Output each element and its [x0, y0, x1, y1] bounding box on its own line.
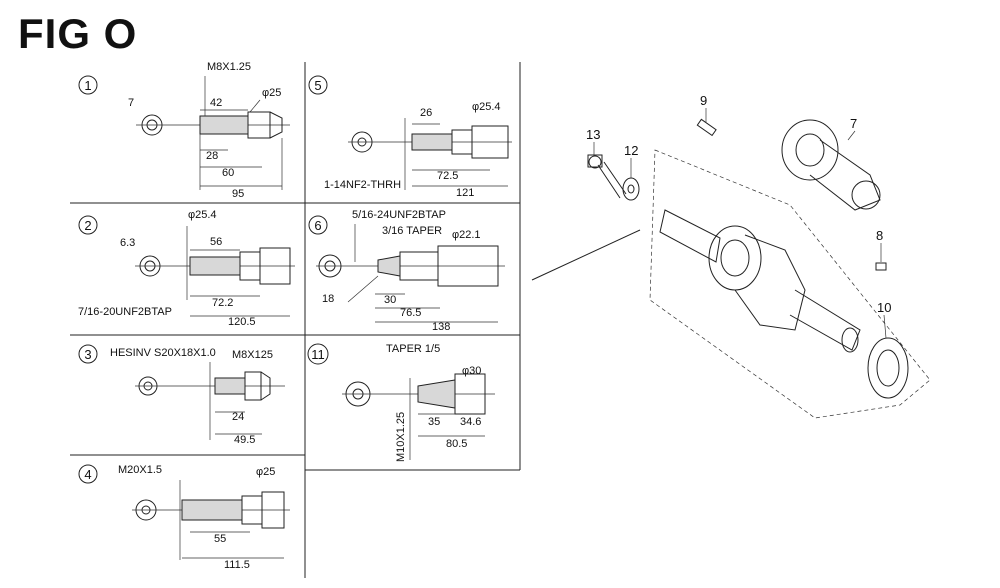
panel-2-tap-label: 7/16-20UNF2BTAP [78, 306, 172, 318]
panel-11-dim-80-5: 80.5 [446, 438, 467, 450]
bearing-part-10 [867, 337, 909, 399]
panel-2-diameter: φ25.4 [188, 209, 217, 221]
panel-6-dim-138: 138 [432, 321, 450, 333]
panel-11-number: 11 [311, 347, 325, 362]
panel-1-dim-60: 60 [222, 167, 234, 179]
panel-5-dim-26: 26 [420, 107, 432, 119]
panel-2-dim-56: 56 [210, 236, 222, 248]
figure-title: FIG O [18, 10, 138, 57]
key-part-9 [696, 118, 717, 137]
panel-5: 5 26 φ25.4 72.5 121 1-14NF2-THRH [308, 75, 512, 199]
panel-6-dim-76-5: 76.5 [400, 307, 421, 319]
panel-1-dim-face: 7 [128, 97, 134, 109]
panel-5-dim-121: 121 [456, 187, 474, 199]
panel-2-dim-120-5: 120.5 [228, 316, 256, 328]
callout-8: 8 [876, 228, 883, 243]
panel-5-number: 5 [314, 78, 321, 93]
panel-11-dim-35: 35 [428, 416, 440, 428]
panel-6-number: 6 [314, 218, 321, 233]
callout-12: 12 [624, 143, 638, 158]
panel-grid [70, 62, 521, 578]
panel-4-dim-55: 55 [214, 533, 226, 545]
panel-4-number: 4 [84, 467, 91, 482]
panel-11-thread-label: M10X1.25 [395, 412, 407, 462]
panel-3-dim-24: 24 [232, 411, 244, 423]
panel-3-number: 3 [84, 347, 91, 362]
panel-11-dim-34-6: 34.6 [460, 416, 481, 428]
panel-6: 6 5/16-24UNF2BTAP 3/16 TAPER φ22.1 18 30… [308, 209, 505, 333]
panel-5-thread-label: 1-14NF2-THRH [324, 179, 401, 191]
panel-6-diameter: φ22.1 [452, 229, 481, 241]
panel-1-dim-95: 95 [232, 188, 244, 200]
panel-2: 2 φ25.4 6.3 56 72.2 120.5 7/16-20UNF2BTA… [78, 209, 295, 328]
panel-1-diameter: φ25 [262, 87, 281, 99]
crankshaft [659, 209, 861, 353]
panel-6-dim-30: 30 [384, 294, 396, 306]
panel-6-taper-label: 3/16 TAPER [382, 225, 442, 237]
panel-4-diameter: φ25 [256, 466, 275, 478]
panel-11-taper-label: TAPER 1/5 [386, 343, 440, 355]
panel-6-dim-18: 18 [322, 293, 334, 305]
callout-9: 9 [700, 93, 707, 108]
bolt-part-13 [587, 154, 627, 199]
panel-2-dim-face: 6.3 [120, 237, 135, 249]
panel-5-dim-72-5: 72.5 [437, 170, 458, 182]
key-part-8 [875, 262, 887, 271]
panel-1-number-circle [78, 75, 98, 95]
panel-4-dim-111-5: 111.5 [224, 559, 250, 571]
panel-11: 11 TAPER 1/5 φ30 35 34.6 80.5 M10X1.25 [307, 343, 495, 462]
panel-1-thread-label: M8X1.25 [207, 61, 251, 73]
panel-3-spline-label: HESINV S20X18X1.0 [110, 347, 216, 359]
leader-line [531, 229, 641, 281]
washer-part-12 [622, 177, 640, 201]
panel-1: 1 M8X1.25 7 42 φ25 28 60 95 [78, 61, 290, 200]
callout-7: 7 [850, 116, 857, 131]
panel-5-diameter: φ25.4 [472, 101, 501, 113]
panel-3-dim-49-5: 49.5 [234, 434, 255, 446]
panel-2-number: 2 [84, 218, 91, 233]
panel-2-dim-72-2: 72.2 [212, 297, 233, 309]
panel-11-diameter: φ30 [462, 365, 481, 377]
panel-1-dim-28: 28 [206, 150, 218, 162]
panel-4-thread-label: M20X1.5 [118, 464, 162, 476]
panel-1-number: 1 [84, 78, 91, 93]
callout-13: 13 [586, 127, 600, 142]
panel-4: 4 M20X1.5 φ25 55 111.5 [78, 464, 290, 571]
panel-3: 3 HESINV S20X18X1.0 M8X125 24 49.5 [78, 344, 285, 446]
panel-6-tap-label: 5/16-24UNF2BTAP [352, 209, 446, 221]
callout-10: 10 [877, 300, 891, 315]
panel-1-dim-42: 42 [210, 97, 222, 109]
exploded-assembly: 13 12 9 7 8 10 [586, 93, 931, 419]
panel-3-thread-label: M8X125 [232, 349, 273, 361]
governor-gear-part-7 [781, 119, 881, 211]
